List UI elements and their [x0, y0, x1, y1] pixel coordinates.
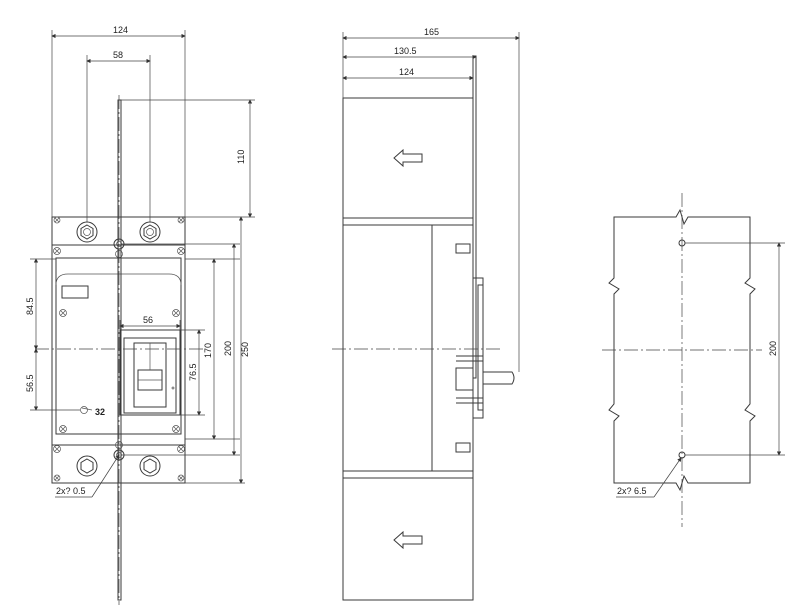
dim-56-5: 56.5: [25, 374, 35, 392]
bottom-terminal-screw-left: [76, 455, 98, 477]
bottom-terminal-screw-right: [139, 455, 161, 477]
test-button: [80, 406, 88, 414]
top-terminal-screw-left: [76, 221, 98, 243]
dim-250: 250: [240, 342, 250, 357]
side-clip-bottom: [455, 442, 471, 453]
arrow-top: [393, 148, 423, 168]
label-holes-front: 2x? 0.5: [56, 486, 86, 496]
dim-side-130-5: 130.5: [394, 46, 417, 56]
handle-extension: [117, 99, 122, 601]
dim-window-56: 56: [143, 315, 153, 325]
side-upper-cover: [342, 97, 474, 219]
top-terminal-screw-right: [139, 221, 161, 243]
dim-cutout-200: 200: [768, 341, 778, 356]
small-screws: [53, 216, 185, 482]
handle-window: [119, 329, 181, 416]
dim-76-5: 76.5: [188, 363, 198, 381]
label-holes-cutout: 2x? 6.5: [617, 486, 647, 496]
side-handle-lever: [483, 371, 515, 385]
side-body: [342, 217, 474, 479]
dim-terminal-58: 58: [113, 50, 123, 60]
front-view: 32 124 58 110 170 200 250 76.5: [25, 25, 255, 605]
dim-side-165: 165: [424, 27, 439, 37]
dim-width-124: 124: [113, 25, 128, 35]
side-clip-top: [455, 243, 471, 254]
dim-200: 200: [223, 341, 233, 356]
side-handle-extension: [472, 55, 477, 379]
cutout-view: 200 2x? 6.5: [602, 193, 785, 527]
side-front-panel: [431, 224, 474, 472]
dim-84-5: 84.5: [25, 297, 35, 315]
cutout-outline: [608, 208, 756, 492]
handle-window-inner: [123, 337, 177, 414]
side-view: 165 130.5 124: [332, 27, 520, 601]
side-toggle: [455, 367, 474, 391]
label-32: 32: [95, 407, 105, 417]
dim-handle-110: 110: [236, 150, 246, 164]
arrow-bottom: [393, 530, 423, 550]
side-lower-cover: [342, 477, 474, 601]
front-label-plate: [61, 285, 89, 299]
dim-side-124: 124: [399, 67, 414, 77]
dim-170: 170: [203, 343, 213, 358]
